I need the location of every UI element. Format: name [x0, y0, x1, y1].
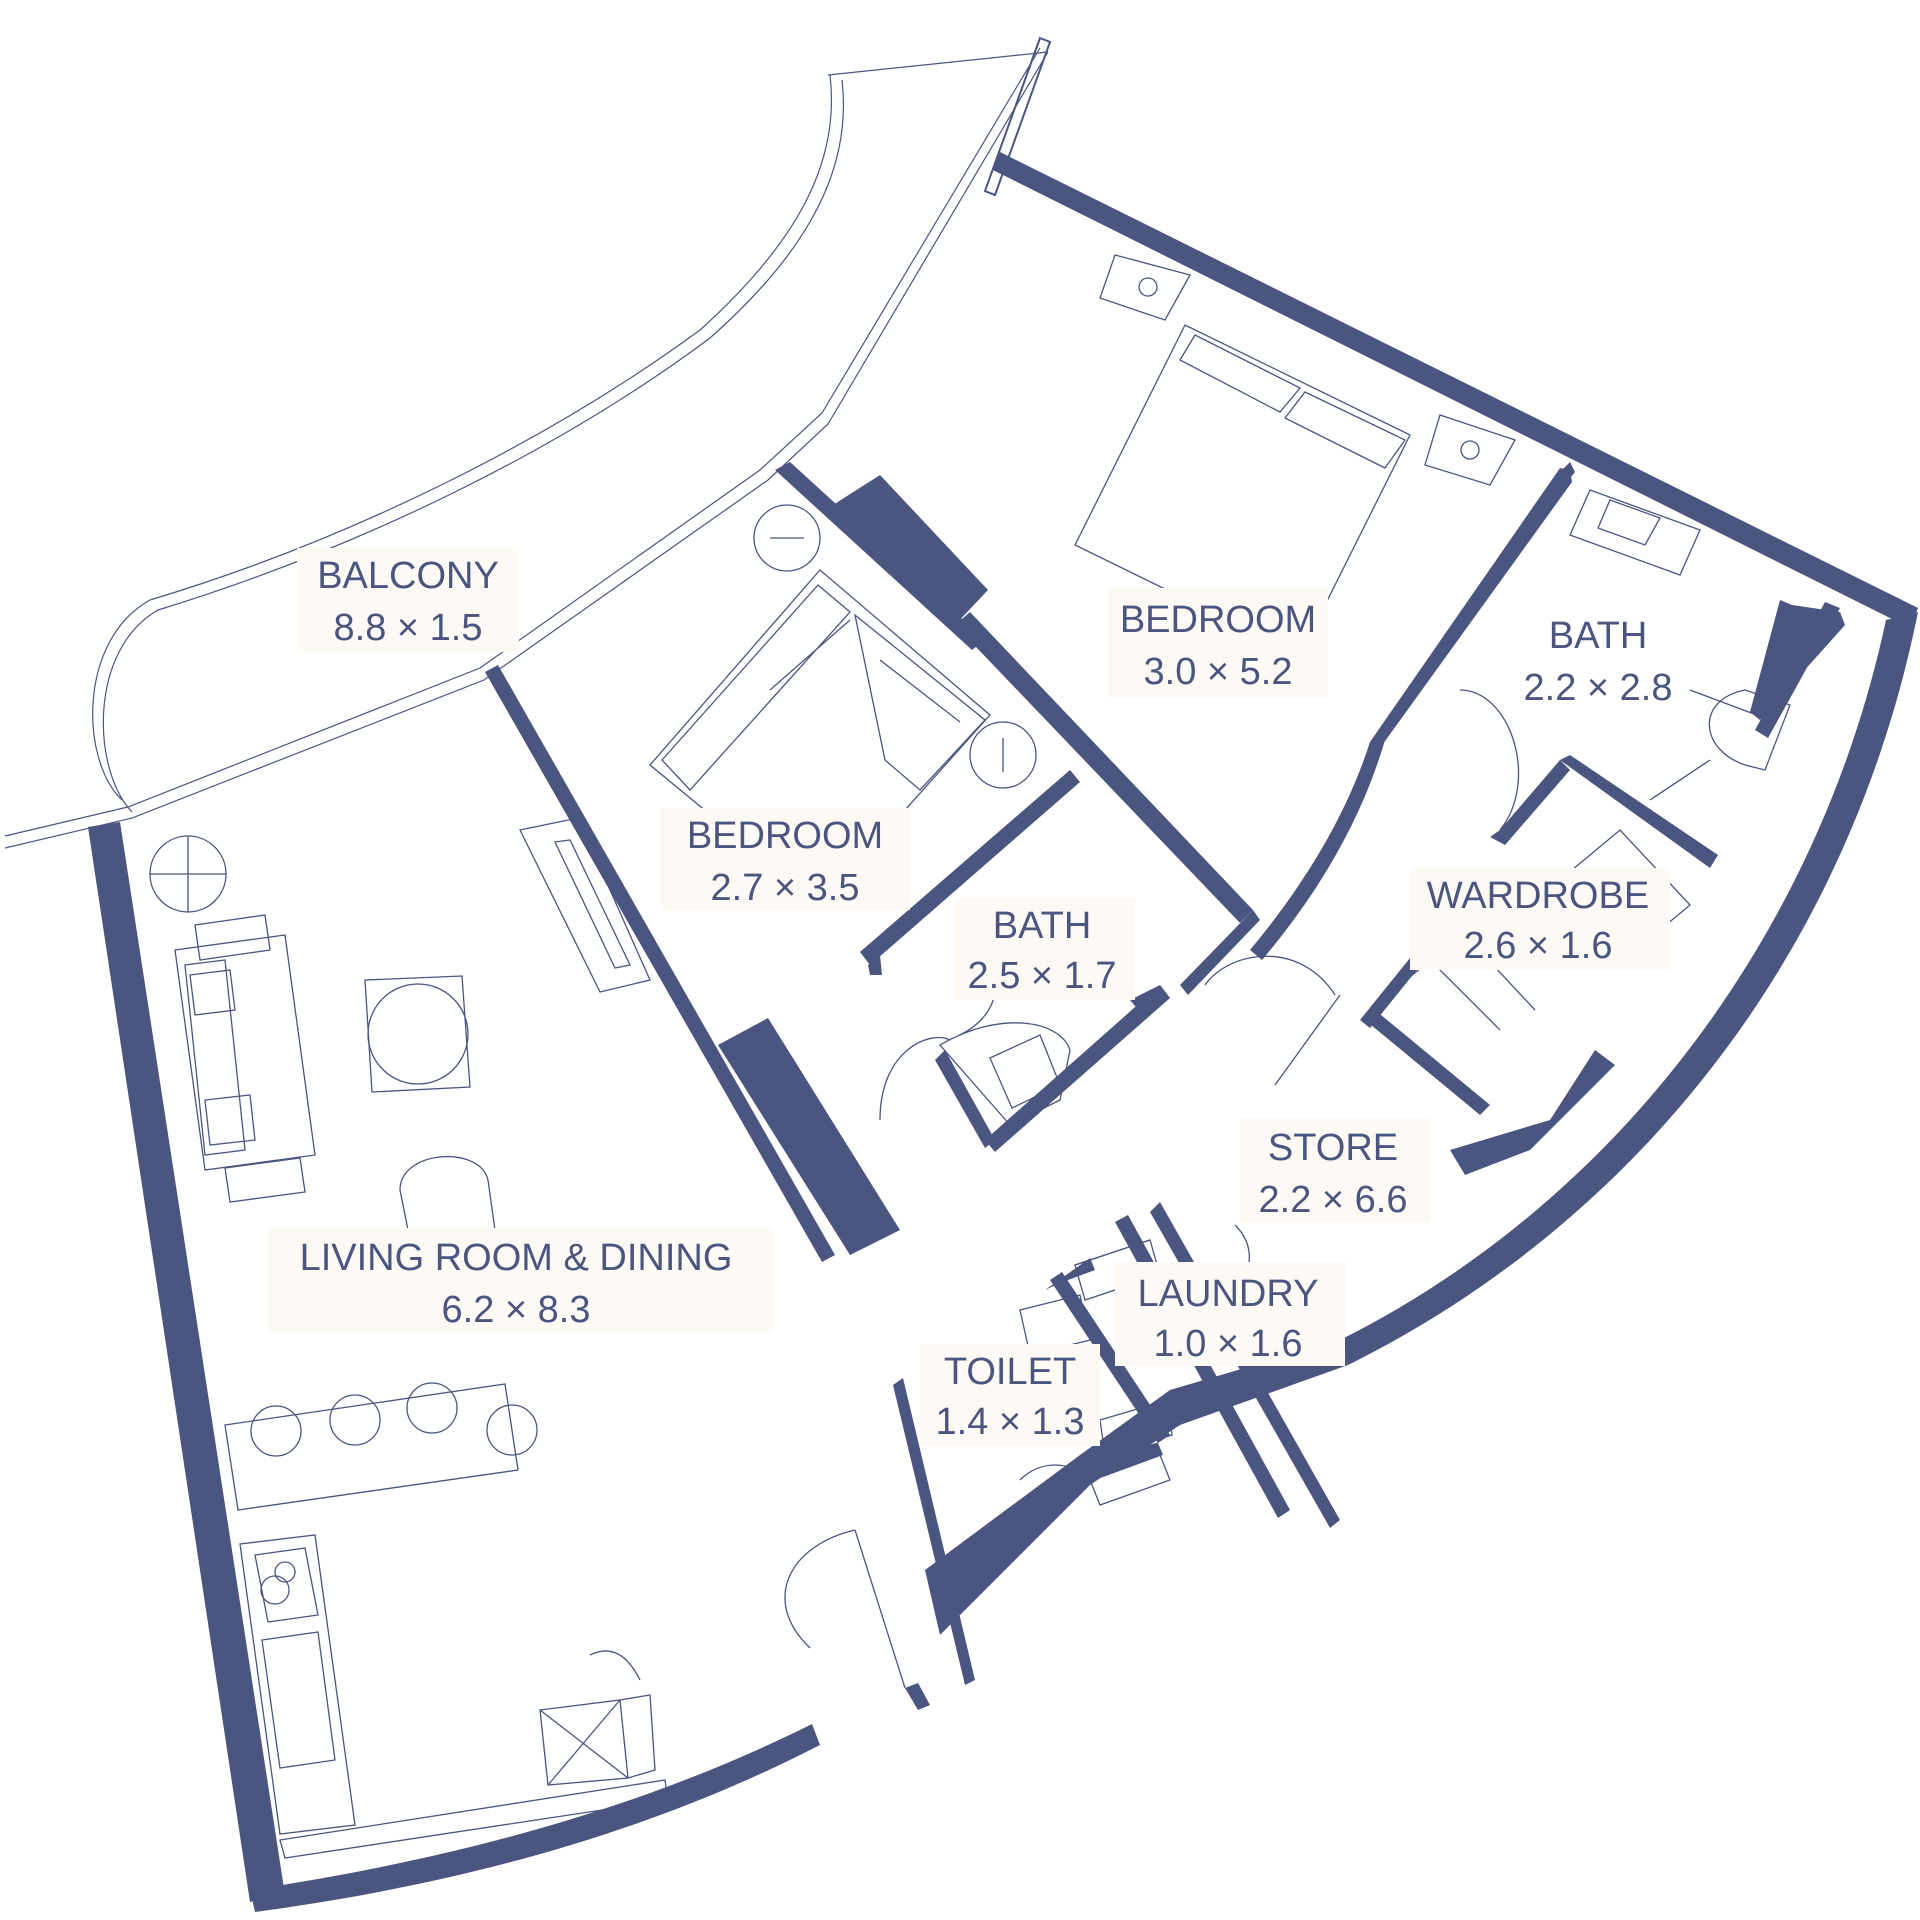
- room-size: 8.8 × 1.5: [334, 607, 483, 649]
- room-label-bath-second: BATH 2.5 × 1.7: [955, 898, 1135, 1000]
- room-label-balcony: BALCONY 8.8 × 1.5: [297, 548, 519, 652]
- room-size: 2.2 × 6.6: [1259, 1179, 1408, 1221]
- room-name: TOILET: [944, 1351, 1076, 1393]
- room-name: BATH: [993, 905, 1092, 947]
- room-size: 2.2 × 2.8: [1524, 667, 1673, 709]
- room-name: LAUNDRY: [1138, 1273, 1319, 1315]
- balcony-railing: [4, 36, 1052, 849]
- room-name: WARDROBE: [1427, 875, 1649, 917]
- room-label-bedroom-second: BEDROOM 2.7 × 3.5: [660, 808, 910, 910]
- room-label-toilet: TOILET 1.4 × 1.3: [920, 1344, 1100, 1446]
- room-size: 3.0 × 5.2: [1144, 651, 1293, 693]
- room-label-wardrobe: WARDROBE 2.6 × 1.6: [1410, 868, 1670, 970]
- room-label-store: STORE 2.2 × 6.6: [1240, 1118, 1430, 1222]
- room-size: 6.2 × 8.3: [442, 1289, 591, 1331]
- room-labels: BALCONY 8.8 × 1.5 BEDROOM 3.0 × 5.2 BATH…: [268, 548, 1672, 1446]
- exterior-walls: [88, 152, 1918, 1912]
- room-label-bedroom-master: BEDROOM 3.0 × 5.2: [1108, 588, 1328, 698]
- room-label-laundry: LAUNDRY 1.0 × 1.6: [1115, 1262, 1345, 1366]
- furniture: [149, 254, 1791, 1859]
- room-size: 2.7 × 3.5: [711, 867, 860, 909]
- room-name: BATH: [1549, 615, 1648, 657]
- room-size: 2.5 × 1.7: [968, 955, 1117, 997]
- room-name: STORE: [1268, 1127, 1398, 1169]
- room-name: LIVING ROOM & DINING: [300, 1237, 733, 1279]
- room-size: 2.6 × 1.6: [1464, 925, 1613, 967]
- room-label-living: LIVING ROOM & DINING 6.2 × 8.3: [268, 1228, 774, 1332]
- room-name: BEDROOM: [1120, 599, 1316, 641]
- room-size: 1.0 × 1.6: [1154, 1323, 1303, 1365]
- room-name: BALCONY: [317, 555, 499, 597]
- room-name: BEDROOM: [687, 815, 883, 857]
- room-size: 1.4 × 1.3: [936, 1401, 1085, 1443]
- room-label-bath-master: BATH 2.2 × 2.8: [1524, 615, 1673, 709]
